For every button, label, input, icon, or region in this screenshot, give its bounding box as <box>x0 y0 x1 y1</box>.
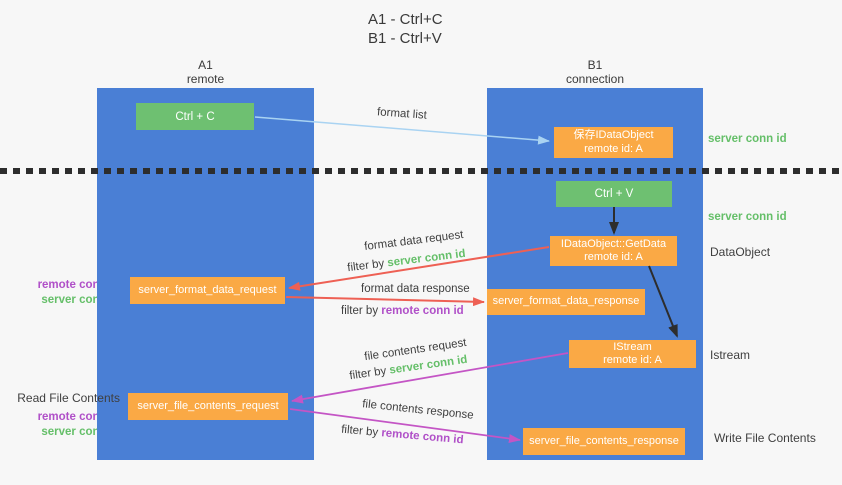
getdata-box: IDataObject::GetData remote id: A <box>550 236 677 266</box>
istream-line2: remote id: A <box>603 354 662 366</box>
dataobject-label: DataObject <box>710 245 771 259</box>
server-conn-id-text: server conn id <box>386 247 467 270</box>
filter-by-remote-conn-id-label-2: filter by remote conn id <box>341 424 464 447</box>
format-list-label: format list <box>376 106 428 122</box>
save-idataobject-line1: 保存IDataObject <box>573 129 654 141</box>
remote-conn-id-text: remote conn id <box>381 305 464 317</box>
server-format-data-response-label: server_format_data_response <box>492 295 640 308</box>
server-file-contents-request-label: server_file_contents_request <box>137 399 279 412</box>
save-idataobject-box: 保存IDataObject remote id: A <box>554 127 673 158</box>
server-file-contents-response-label: server_file_contents_response <box>529 434 679 447</box>
getdata-line2: remote id: A <box>584 251 643 263</box>
dotted-separator <box>0 168 842 174</box>
title-line-2: B1 - Ctrl+V <box>368 30 442 47</box>
filter-by-remote-conn-id-label-1: filter by remote conn id <box>341 305 464 317</box>
server-format-data-request-box: server_format_data_request <box>130 277 285 304</box>
file-contents-response-label: file contents response <box>361 398 475 422</box>
left-lane-title: A1 <box>198 58 213 72</box>
remote-conn-id-text: remote conn id <box>380 427 464 447</box>
filter-by-text: filter by <box>341 305 382 317</box>
title-line-1: A1 - Ctrl+C <box>368 11 443 28</box>
ctrl-c-label: Ctrl + C <box>175 110 215 123</box>
istream-box: IStream remote id: A <box>569 340 696 368</box>
server-format-data-request-label: server_format_data_request <box>138 283 277 296</box>
format-data-response-label: format data response <box>361 283 470 295</box>
istream-line1: IStream <box>613 340 652 353</box>
ctrl-v-box: Ctrl + V <box>556 181 672 207</box>
left-lane-subtitle: remote <box>186 72 225 86</box>
server-conn-id-right-mid: server conn id <box>708 211 787 223</box>
ctrl-v-label: Ctrl + V <box>594 188 634 200</box>
right-lane-header: B1 connection <box>487 58 703 86</box>
write-file-contents-label: Write File Contents <box>714 431 816 445</box>
left-lane-header: A1 remote <box>97 58 314 86</box>
ctrl-c-box: Ctrl + C <box>136 103 254 130</box>
diagram-title: A1 - Ctrl+C B1 - Ctrl+V <box>368 10 443 48</box>
right-lane-subtitle: connection <box>565 72 625 86</box>
right-lane-title: B1 <box>587 58 603 72</box>
read-file-contents-label: Read File Contents <box>17 391 120 405</box>
istream-side-label: Istream <box>710 348 751 362</box>
filter-by-text: filter by <box>348 364 391 383</box>
save-idataobject-line2: remote id: A <box>584 142 643 155</box>
server-file-contents-request-box: server_file_contents_request <box>128 393 288 420</box>
server-format-data-response-box: server_format_data_response <box>487 289 645 315</box>
server-conn-id-right-top: server conn id <box>708 133 787 145</box>
arrow-format-data-response <box>285 296 485 307</box>
server-file-contents-response-box: server_file_contents_response <box>523 428 685 455</box>
filter-by-text: filter by <box>340 423 382 440</box>
getdata-line1: IDataObject::GetData <box>560 237 667 250</box>
filter-by-text: filter by <box>346 257 389 275</box>
